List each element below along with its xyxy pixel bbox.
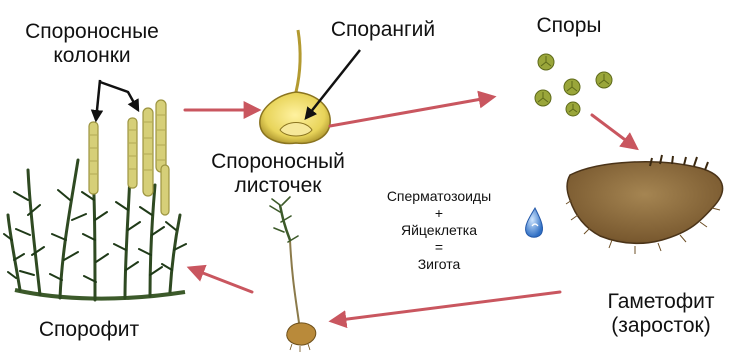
sporophyte-plant [4,100,186,300]
label-sporophyll: Спороносный листочек [194,150,362,198]
label-spore-columns-line2: колонки [6,44,178,68]
label-fertilization-zygote: Зигота [360,256,518,273]
young-sporophyte [270,197,316,352]
label-sporophyll-line2: листочек [194,174,362,198]
arrow-sporophyll-to-spores [330,97,493,126]
sporophyll-with-sporangium [260,30,330,143]
label-gametophyte-line2: (заросток) [594,314,728,338]
label-sporophyll-line1: Спороносный [194,150,362,174]
label-fertilization-plus: + [360,205,518,222]
label-fertilization-sperm: Сперматозоиды [360,188,518,205]
arrow-gametophyte-to-young-sporophyte [332,292,560,321]
label-sporangium: Спорангий [320,18,446,42]
water-drop-icon [526,208,543,237]
pointer-arrows-to-columns [96,80,138,120]
arrow-spores-to-gametophyte [592,115,636,148]
pointer-arrow-to-sporangium [306,50,360,118]
label-spore-columns-line1: Спороносные [6,20,178,44]
label-gametophyte-line1: Гаметофит [594,290,728,314]
label-spores: Споры [526,14,612,38]
arrow-young-sporophyte-to-sporophyte [190,268,252,292]
gametophyte-prothallus [566,155,723,254]
label-fertilization-egg: Яйцеклетка [360,222,518,239]
label-fertilization: Сперматозоиды + Яйцеклетка = Зигота [360,188,518,273]
spores [535,54,612,116]
label-gametophyte: Гаметофит (заросток) [594,290,728,338]
label-sporophyte: Спорофит [26,318,152,342]
label-spore-columns: Спороносные колонки [6,20,178,68]
label-fertilization-equals: = [360,239,518,256]
